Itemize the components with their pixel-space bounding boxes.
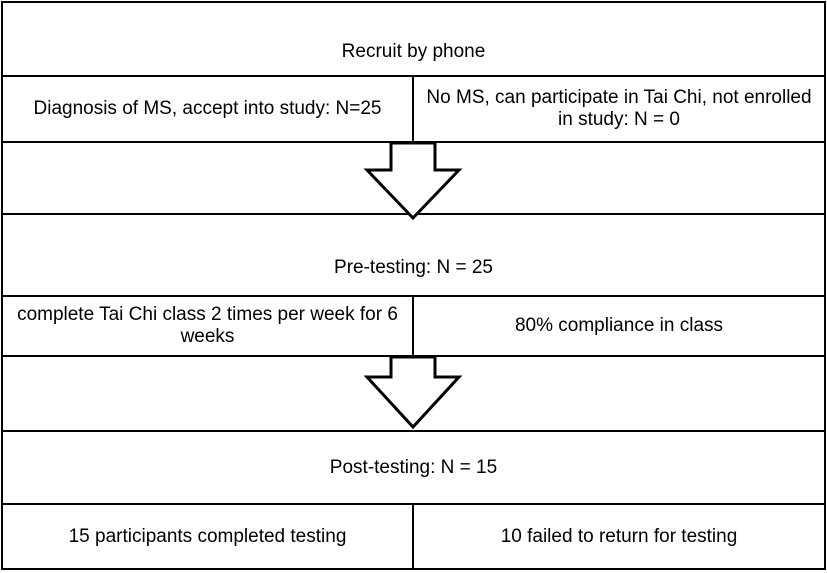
completed-label: 15 participants completed testing — [68, 525, 347, 547]
recruit-label: Recruit by phone — [341, 41, 486, 62]
recruit-box: Recruit by phone — [1, 1, 826, 77]
tai-chi-box: complete Tai Chi class 2 times per week … — [1, 295, 414, 357]
failed-label: 10 failed to return for testing — [500, 525, 738, 547]
pretest-box: Pre-testing: N = 25 — [1, 213, 826, 297]
pretest-label: Pre-testing: N = 25 — [334, 257, 493, 278]
compliance-label: 80% compliance in class — [514, 315, 724, 336]
failed-box: 10 failed to return for testing — [412, 503, 826, 570]
compliance-box: 80% compliance in class — [412, 295, 826, 357]
ms-accept-label: Diagnosis of MS, accept into study: N=25 — [33, 98, 382, 119]
no-ms-label: No MS, can participate in Tai Chi, not e… — [426, 87, 812, 130]
no-ms-box: No MS, can participate in Tai Chi, not e… — [412, 75, 826, 143]
posttest-label: Post-testing: N = 15 — [329, 456, 498, 478]
completed-box: 15 participants completed testing — [1, 503, 414, 570]
tai-chi-label: complete Tai Chi class 2 times per week … — [17, 304, 398, 347]
